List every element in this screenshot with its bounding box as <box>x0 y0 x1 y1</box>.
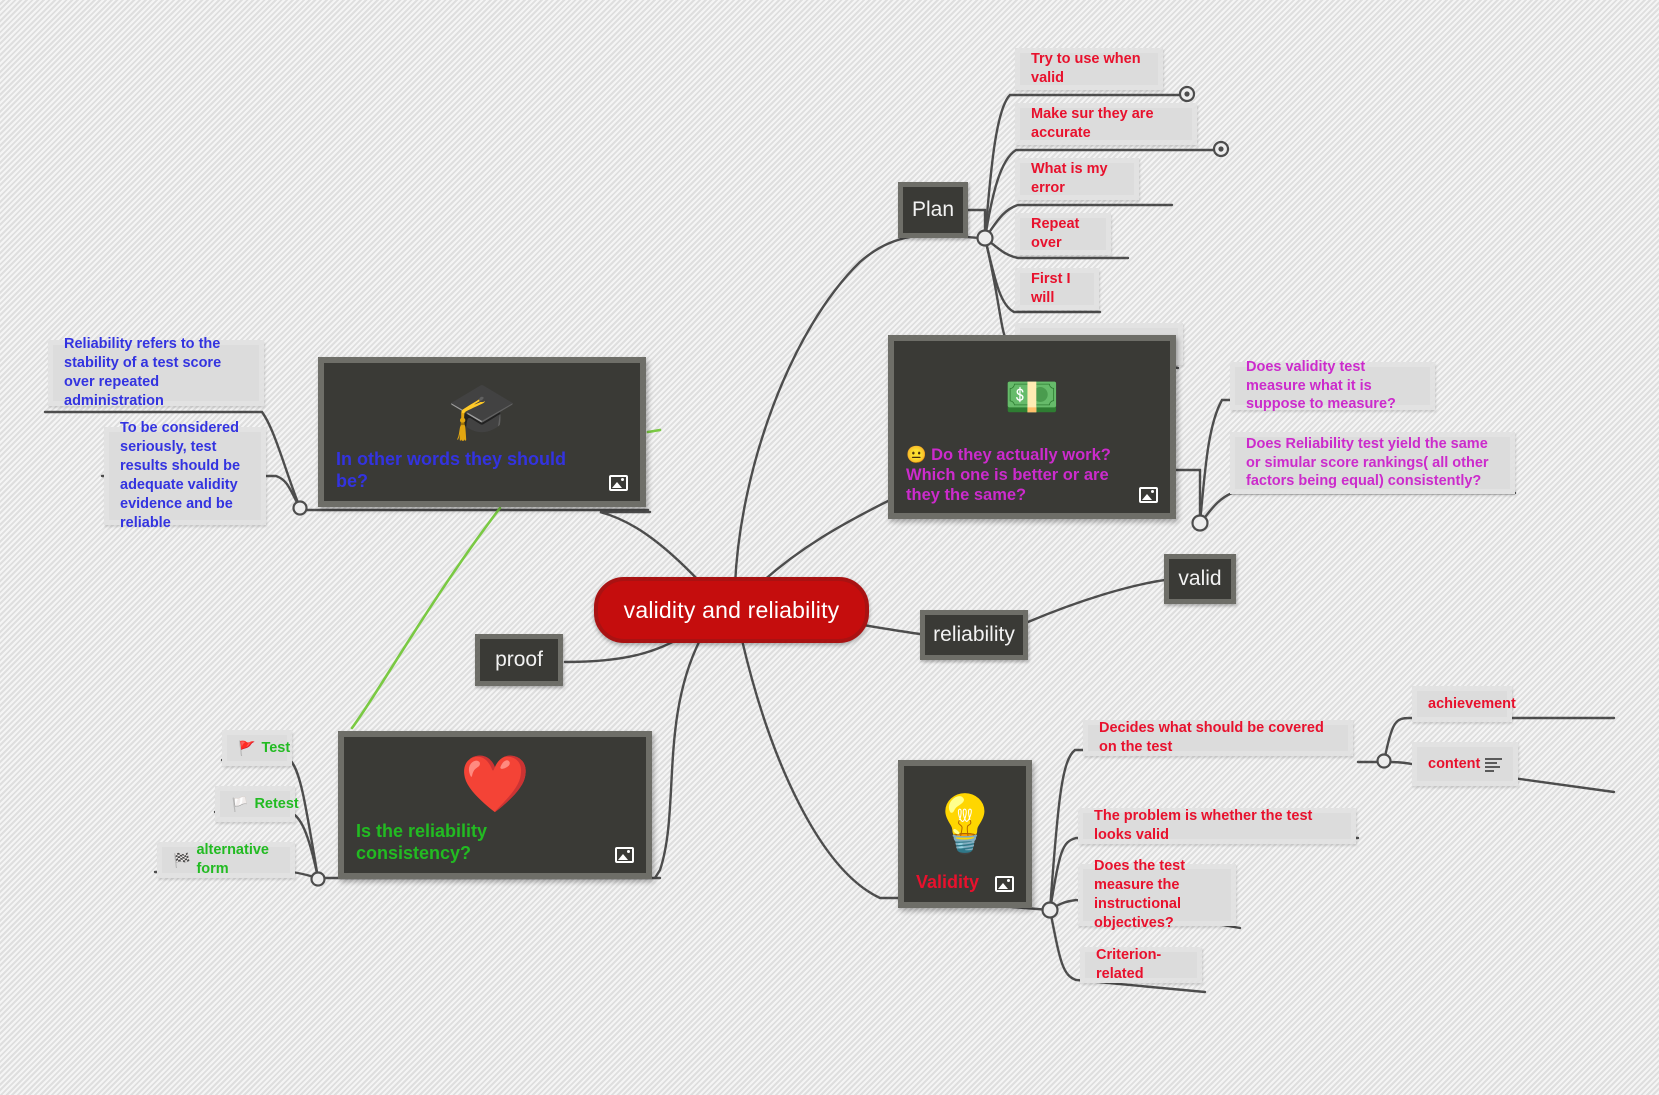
node-in-other-words-caption: In other words they should be? <box>336 449 567 492</box>
heart-child-1[interactable]: 🏳️ Retest <box>215 786 299 822</box>
heart-child-0-label: Test <box>261 739 291 756</box>
plan-child-0[interactable]: Try to use when valid <box>1015 48 1163 90</box>
node-do-they-work[interactable]: 💵 😐 Do they actually work? Which one is … <box>888 335 1176 519</box>
blue-flag-icon: 🏁 <box>173 851 191 868</box>
plan-child-3-label: Repeat over <box>1031 216 1080 251</box>
criterion-child-content-label: content <box>1428 755 1481 772</box>
node-valid-label: valid <box>1178 567 1222 590</box>
plan-child-4[interactable]: First I will <box>1015 268 1099 310</box>
plan-child-1-label: Make sur they are accurate <box>1031 106 1154 141</box>
graduation-child-0-label: Reliability refers to the stability of a… <box>64 336 222 409</box>
validity-child-2-label: Does the test measure the instructional … <box>1094 858 1186 931</box>
node-plan[interactable]: Plan <box>898 182 968 238</box>
plan-child-3[interactable]: Repeat over <box>1015 213 1111 255</box>
validity-child-0-label: Decides what should be covered on the te… <box>1099 720 1324 755</box>
money-child-1-label: Does Reliability test yield the same or … <box>1246 435 1489 490</box>
image-icon[interactable] <box>615 847 634 863</box>
note-lines-icon[interactable] <box>1485 757 1502 772</box>
validity-child-1[interactable]: The problem is whether the test looks va… <box>1078 808 1356 844</box>
central-topic-label: validity and reliability <box>623 596 840 623</box>
graduation-cap-emoji: 🎓 <box>447 379 517 443</box>
heart-child-0[interactable]: 🚩 Test <box>222 730 292 766</box>
node-do-they-work-text: Do they actually work? Which one is bett… <box>906 445 1111 504</box>
node-proof-label: proof <box>495 648 543 671</box>
heart-child-2[interactable]: 🏁 alternative form <box>157 842 295 878</box>
node-reliability-consistency-caption: Is the reliability consistency? <box>356 821 488 864</box>
plan-child-4-label: First I will <box>1031 271 1071 306</box>
criterion-child-achievement-label: achievement <box>1428 695 1516 712</box>
light-bulb-emoji: 💡 <box>930 792 1000 856</box>
image-icon[interactable] <box>609 475 628 491</box>
validity-child-1-label: The problem is whether the test looks va… <box>1094 808 1313 843</box>
heart-child-1-label: Retest <box>254 795 299 812</box>
graduation-child-1[interactable]: To be considered seriously, test results… <box>104 420 266 531</box>
money-child-0-label: Does validity test measure what it is su… <box>1246 358 1396 413</box>
central-topic[interactable]: validity and reliability <box>594 577 869 643</box>
node-reliability-label: reliability <box>933 623 1015 646</box>
node-reliability[interactable]: reliability <box>920 610 1028 660</box>
graduation-child-1-label: To be considered seriously, test results… <box>120 420 241 531</box>
money-child-1[interactable]: Does Reliability test yield the same or … <box>1230 432 1515 494</box>
node-plan-label: Plan <box>911 198 955 221</box>
node-in-other-words[interactable]: 🎓 In other words they should be? <box>318 357 646 507</box>
image-icon[interactable] <box>1139 487 1158 503</box>
heart-child-2-label: alternative form <box>196 842 269 877</box>
plan-child-2[interactable]: What is my error <box>1015 158 1139 200</box>
validity-child-3-label: Criterion-related <box>1096 947 1162 982</box>
node-do-they-work-caption: 😐 Do they actually work? Which one is be… <box>906 445 1129 505</box>
node-reliability-consistency[interactable]: ❤️ Is the reliability consistency? <box>338 731 652 879</box>
validity-child-2[interactable]: Does the test measure the instructional … <box>1078 858 1236 931</box>
heart-emoji: ❤️ <box>460 752 530 816</box>
plan-child-2-label: What is my error <box>1031 161 1108 196</box>
criterion-child-content[interactable]: content <box>1412 742 1518 786</box>
validity-child-0[interactable]: Decides what should be covered on the te… <box>1083 720 1353 756</box>
criterion-child-achievement[interactable]: achievement <box>1412 686 1516 722</box>
node-proof[interactable]: proof <box>475 634 563 686</box>
red-flag-icon: 🚩 <box>238 739 256 756</box>
image-icon[interactable] <box>995 876 1014 892</box>
node-valid[interactable]: valid <box>1164 554 1236 604</box>
graduation-child-0[interactable]: Reliability refers to the stability of a… <box>48 336 264 409</box>
dollar-banknote-emoji: 💵 <box>1004 372 1060 422</box>
plan-child-1[interactable]: Make sur they are accurate <box>1015 103 1197 145</box>
neutral-face-emoji: 😐 <box>906 445 927 464</box>
node-validity[interactable]: 💡 Validity <box>898 760 1032 908</box>
plan-child-0-label: Try to use when valid <box>1031 51 1141 86</box>
node-validity-caption: Validity <box>916 872 980 893</box>
validity-child-3[interactable]: Criterion-related <box>1080 947 1202 983</box>
money-child-0[interactable]: Does validity test measure what it is su… <box>1230 359 1435 412</box>
yellow-flag-icon: 🏳️ <box>231 795 249 812</box>
